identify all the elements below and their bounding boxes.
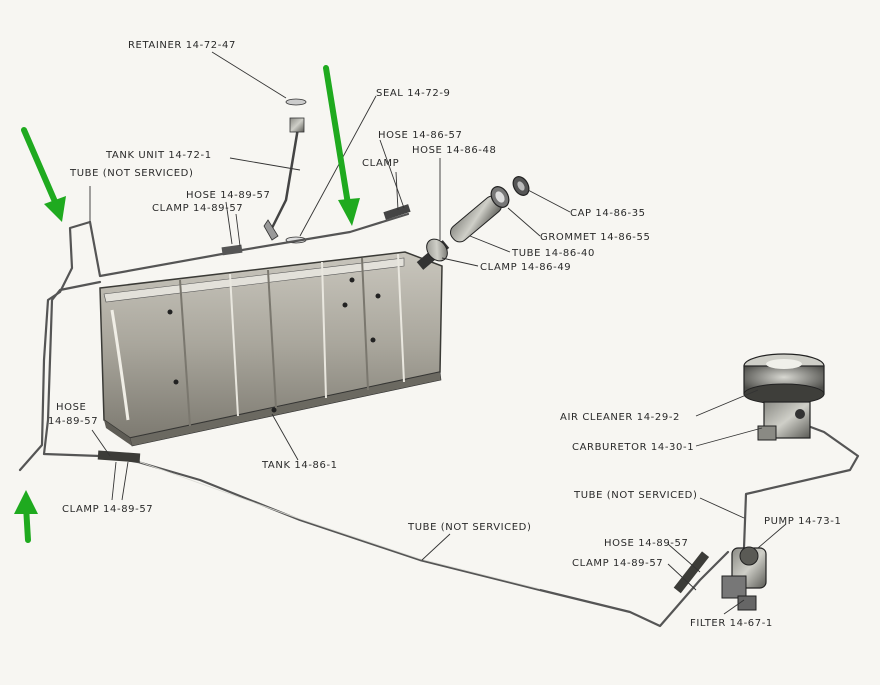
label-tube-bottom: TUBE (NOT SERVICED) xyxy=(407,522,532,533)
part-labels: RETAINER 14-72-47 SEAL 14-72-9 HOSE 14-8… xyxy=(48,40,841,629)
label-tube-top: TUBE (NOT SERVICED) xyxy=(69,168,194,179)
highlight-arrows xyxy=(14,65,360,543)
label-tube-right: TUBE (NOT SERVICED) xyxy=(573,490,698,501)
label-carburetor: CARBURETOR 14-30-1 xyxy=(572,442,694,453)
label-clamp-top: CLAMP 14-89-57 xyxy=(152,203,243,214)
fuel-pump xyxy=(721,546,767,611)
arrow-down-left-head xyxy=(44,196,66,222)
label-retainer: RETAINER 14-72-47 xyxy=(128,40,236,51)
label-clamp: CLAMP xyxy=(362,158,399,169)
filler-neck-assembly xyxy=(416,176,530,270)
label-cap: CAP 14-86-35 xyxy=(570,208,646,219)
label-air-cleaner: AIR CLEANER 14-29-2 xyxy=(560,412,680,423)
label-clamp-bottom: CLAMP 14-89-57 xyxy=(572,558,663,569)
arrow-down-center-head xyxy=(338,198,360,226)
arrow-down-left xyxy=(21,127,59,207)
tank-unit xyxy=(263,98,307,244)
label-pump: PUMP 14-73-1 xyxy=(764,516,841,527)
label-grommet: GROMMET 14-86-55 xyxy=(540,232,650,243)
label-clamp-86-49: CLAMP 14-86-49 xyxy=(480,262,571,273)
label-tank-unit: TANK UNIT 14-72-1 xyxy=(105,150,212,161)
label-tank: TANK 14-86-1 xyxy=(261,460,338,471)
label-hose-top: HOSE 14-89-57 xyxy=(186,190,270,201)
label-clamp-left: CLAMP 14-89-57 xyxy=(62,504,153,515)
arrow-down-center xyxy=(323,65,351,207)
label-tube-86-40: TUBE 14-86-40 xyxy=(511,248,595,259)
air-cleaner xyxy=(743,353,825,405)
fuel-tank xyxy=(99,251,443,447)
label-hose-left-2: 14-89-57 xyxy=(48,416,98,427)
label-hose-86-57: HOSE 14-86-57 xyxy=(378,130,462,141)
label-hose-left-1: HOSE xyxy=(56,402,86,413)
arrow-up-left-head xyxy=(14,490,38,514)
label-seal: SEAL 14-72-9 xyxy=(376,88,451,99)
label-hose-bottom: HOSE 14-89-57 xyxy=(604,538,688,549)
leader-lines xyxy=(89,51,787,615)
label-hose-86-48: HOSE 14-86-48 xyxy=(412,145,496,156)
label-filter: FILTER 14-67-1 xyxy=(690,618,773,629)
carburetor xyxy=(757,401,811,441)
fuel-lines xyxy=(18,204,860,628)
